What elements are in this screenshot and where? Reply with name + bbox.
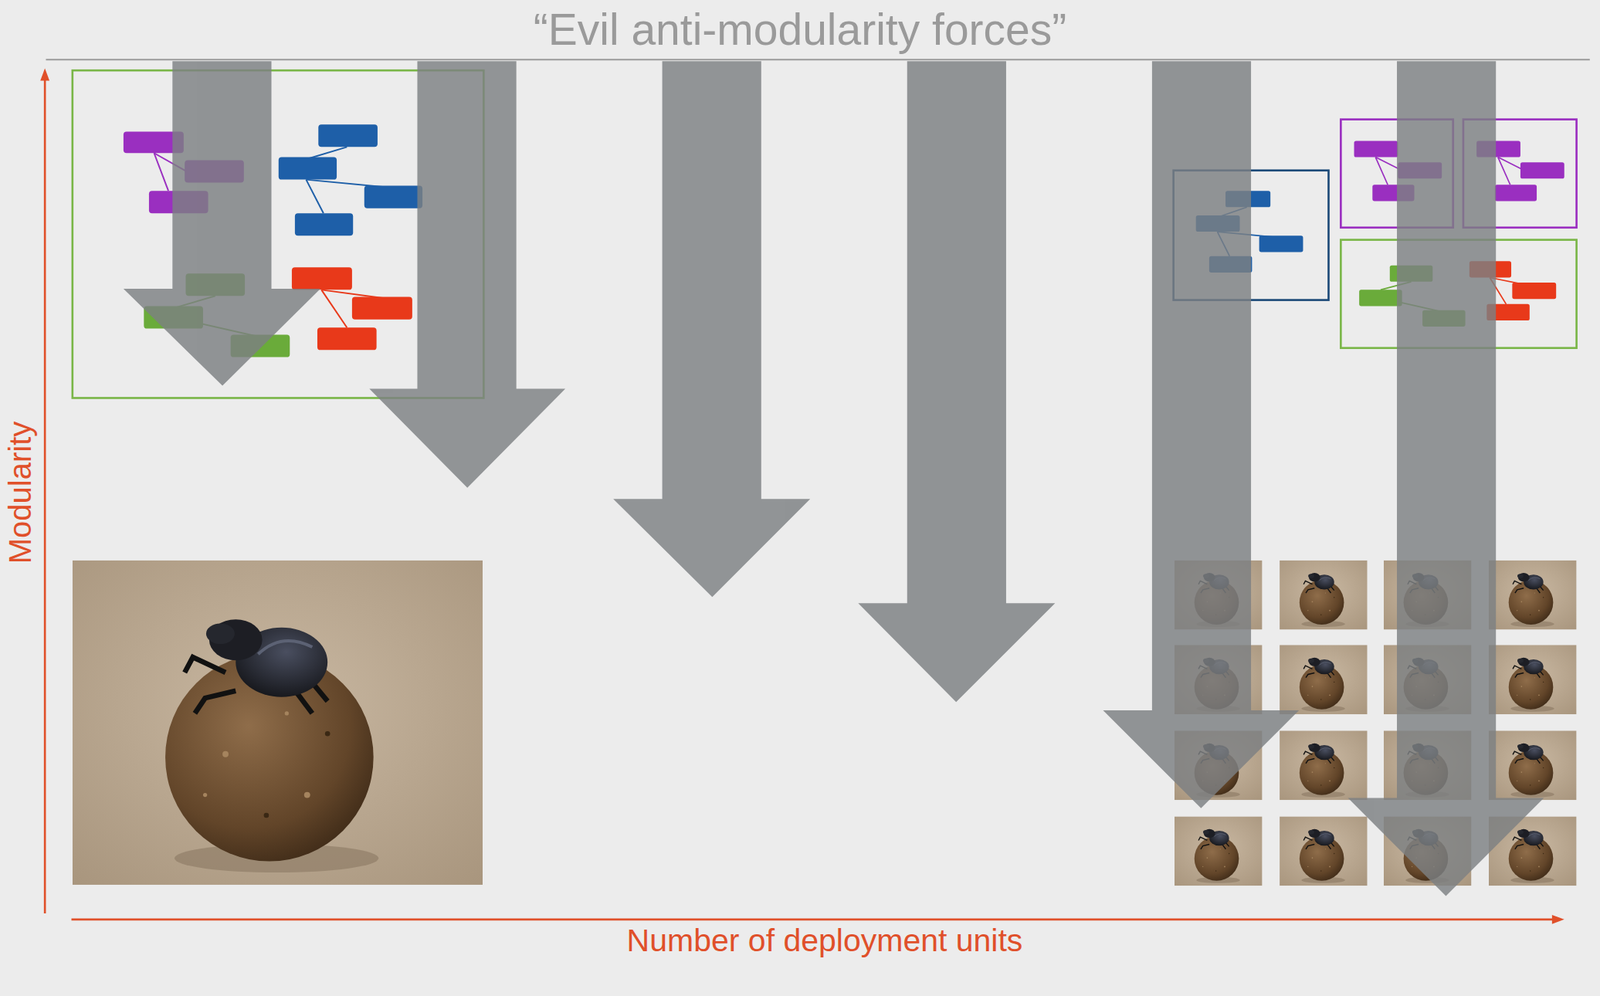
monolith-modules-part-part (154, 152, 170, 191)
axes-part (40, 68, 50, 82)
beetle-photo-grid-part (1279, 644, 1368, 715)
split-modules-part-part (1520, 162, 1565, 179)
force-arrows-part (1348, 61, 1545, 896)
force-arrows-part (1102, 61, 1299, 808)
split-modules-part-part (1359, 289, 1403, 306)
monolith-modules-part-part (305, 179, 323, 214)
monolith-modules-part (278, 124, 423, 236)
monolith-modules-part-part (364, 186, 423, 209)
beetle-photo-grid-part (1279, 730, 1368, 800)
force-arrows-part (613, 61, 811, 597)
force-arrows-part (369, 61, 566, 488)
split-modules-part (1375, 157, 1400, 170)
dung-beetle-photo (72, 560, 483, 885)
axis-label: Number of deployment units (627, 923, 1024, 959)
diagram-title: “Evil anti-modularity forces” (0, 4, 1600, 56)
monolith-modules-part-part (321, 289, 347, 328)
monolith-modules-part-part (321, 289, 383, 299)
force-arrows-part (857, 61, 1055, 702)
beetle-photo-grid-part (1279, 816, 1368, 886)
beetle-photo-grid-part (1488, 644, 1577, 715)
split-modules-part (1498, 157, 1523, 170)
title-rule (45, 58, 1590, 61)
split-modules-part (1375, 157, 1388, 186)
monolith-modules-part-part (294, 213, 353, 236)
axes-part (71, 918, 1556, 922)
force-arrows (123, 61, 1544, 896)
axes-part (44, 77, 47, 913)
axes-part (1552, 915, 1565, 925)
split-modules-part-part (1494, 184, 1537, 201)
beetle-photo-grid-part (1279, 560, 1368, 631)
beetle-photo-grid-part (1174, 816, 1263, 886)
monolith-modules-part-part (291, 267, 353, 290)
axis-label: Modularity (3, 421, 38, 565)
monolith-modules-part-part (278, 157, 337, 180)
split-modules-part-part (1259, 235, 1304, 252)
monolith-modules-part-part (352, 297, 413, 320)
beetle-photo-grid-part (1488, 730, 1577, 800)
beetle-photo-grid-part (1488, 560, 1577, 631)
split-modules-part-part (1511, 282, 1556, 299)
split-modules-part (1498, 157, 1511, 186)
monolith-modules-part (291, 267, 413, 350)
split-modules-part-part (1354, 140, 1399, 157)
monolith-modules-part-part (317, 327, 377, 350)
monolith-modules-part-part (318, 124, 378, 147)
force-arrows-part (123, 61, 321, 386)
